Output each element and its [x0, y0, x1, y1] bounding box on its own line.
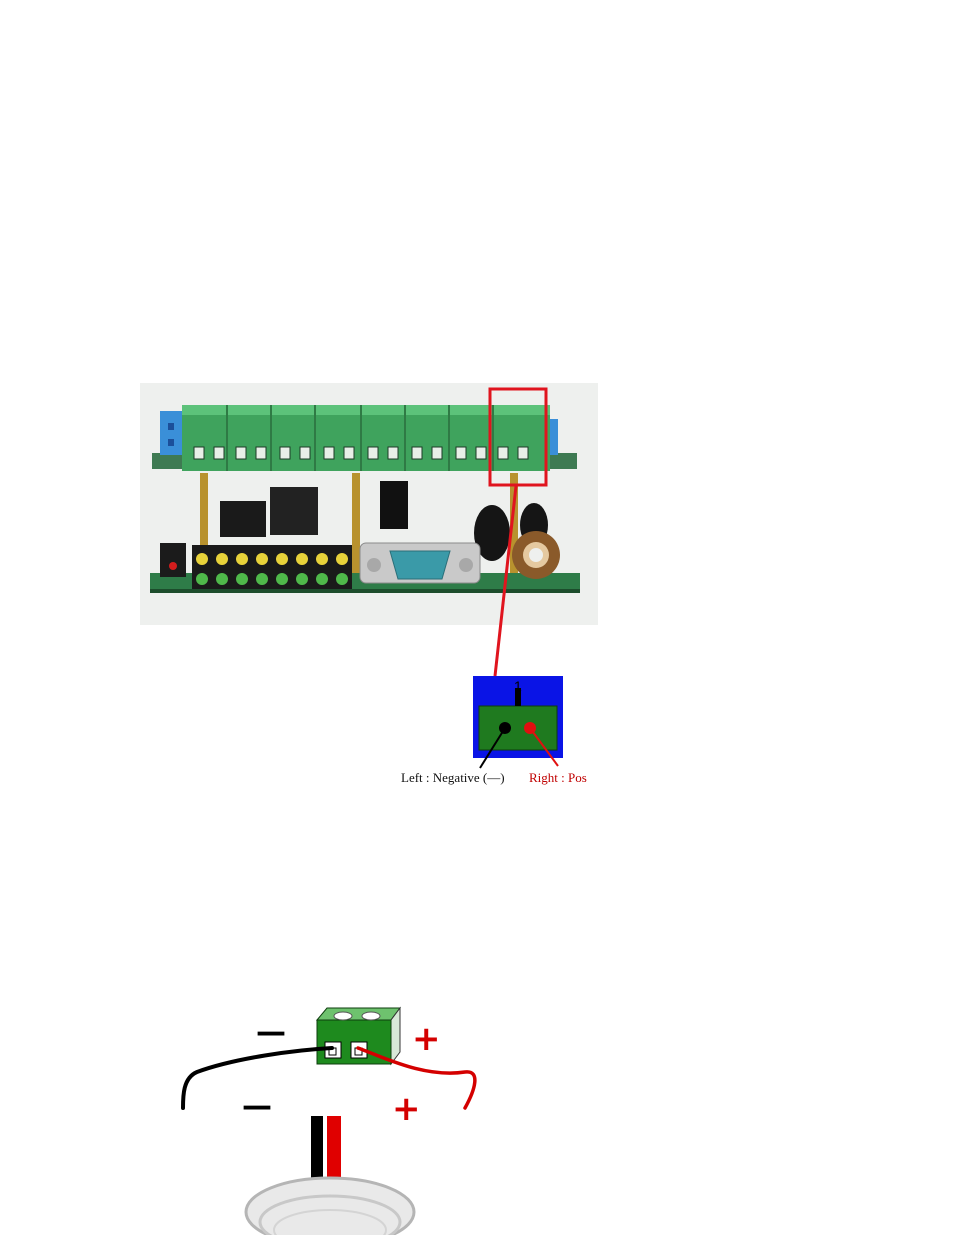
buzzer-positive-lead — [327, 1116, 341, 1178]
positive-pin-dot — [524, 722, 536, 734]
negative-pointer — [480, 728, 505, 768]
wiring-illustration — [175, 1000, 515, 1235]
negative-pin-dot — [499, 722, 511, 734]
terminal-body — [479, 706, 557, 750]
terminal-plus-sign: + — [412, 1022, 441, 1056]
buzzer-plus-sign: + — [392, 1092, 421, 1126]
controller-board-illustration — [140, 383, 598, 625]
negative-terminal-label: Left : Negative (—) — [401, 770, 505, 786]
controller-board-photo — [140, 383, 598, 625]
wiring-diagram — [175, 1000, 515, 1235]
buzzer-negative-lead — [311, 1116, 323, 1178]
positive-terminal-label-clip: Right : Pos — [529, 768, 587, 788]
pin-number-label: 1 — [514, 678, 522, 694]
positive-terminal-label: Right : Pos — [529, 768, 587, 786]
positive-pointer — [530, 728, 558, 766]
terminal-top — [317, 1008, 400, 1020]
terminal-minus-sign: — — [256, 1018, 286, 1048]
buzzer-minus-sign: — — [242, 1092, 272, 1122]
